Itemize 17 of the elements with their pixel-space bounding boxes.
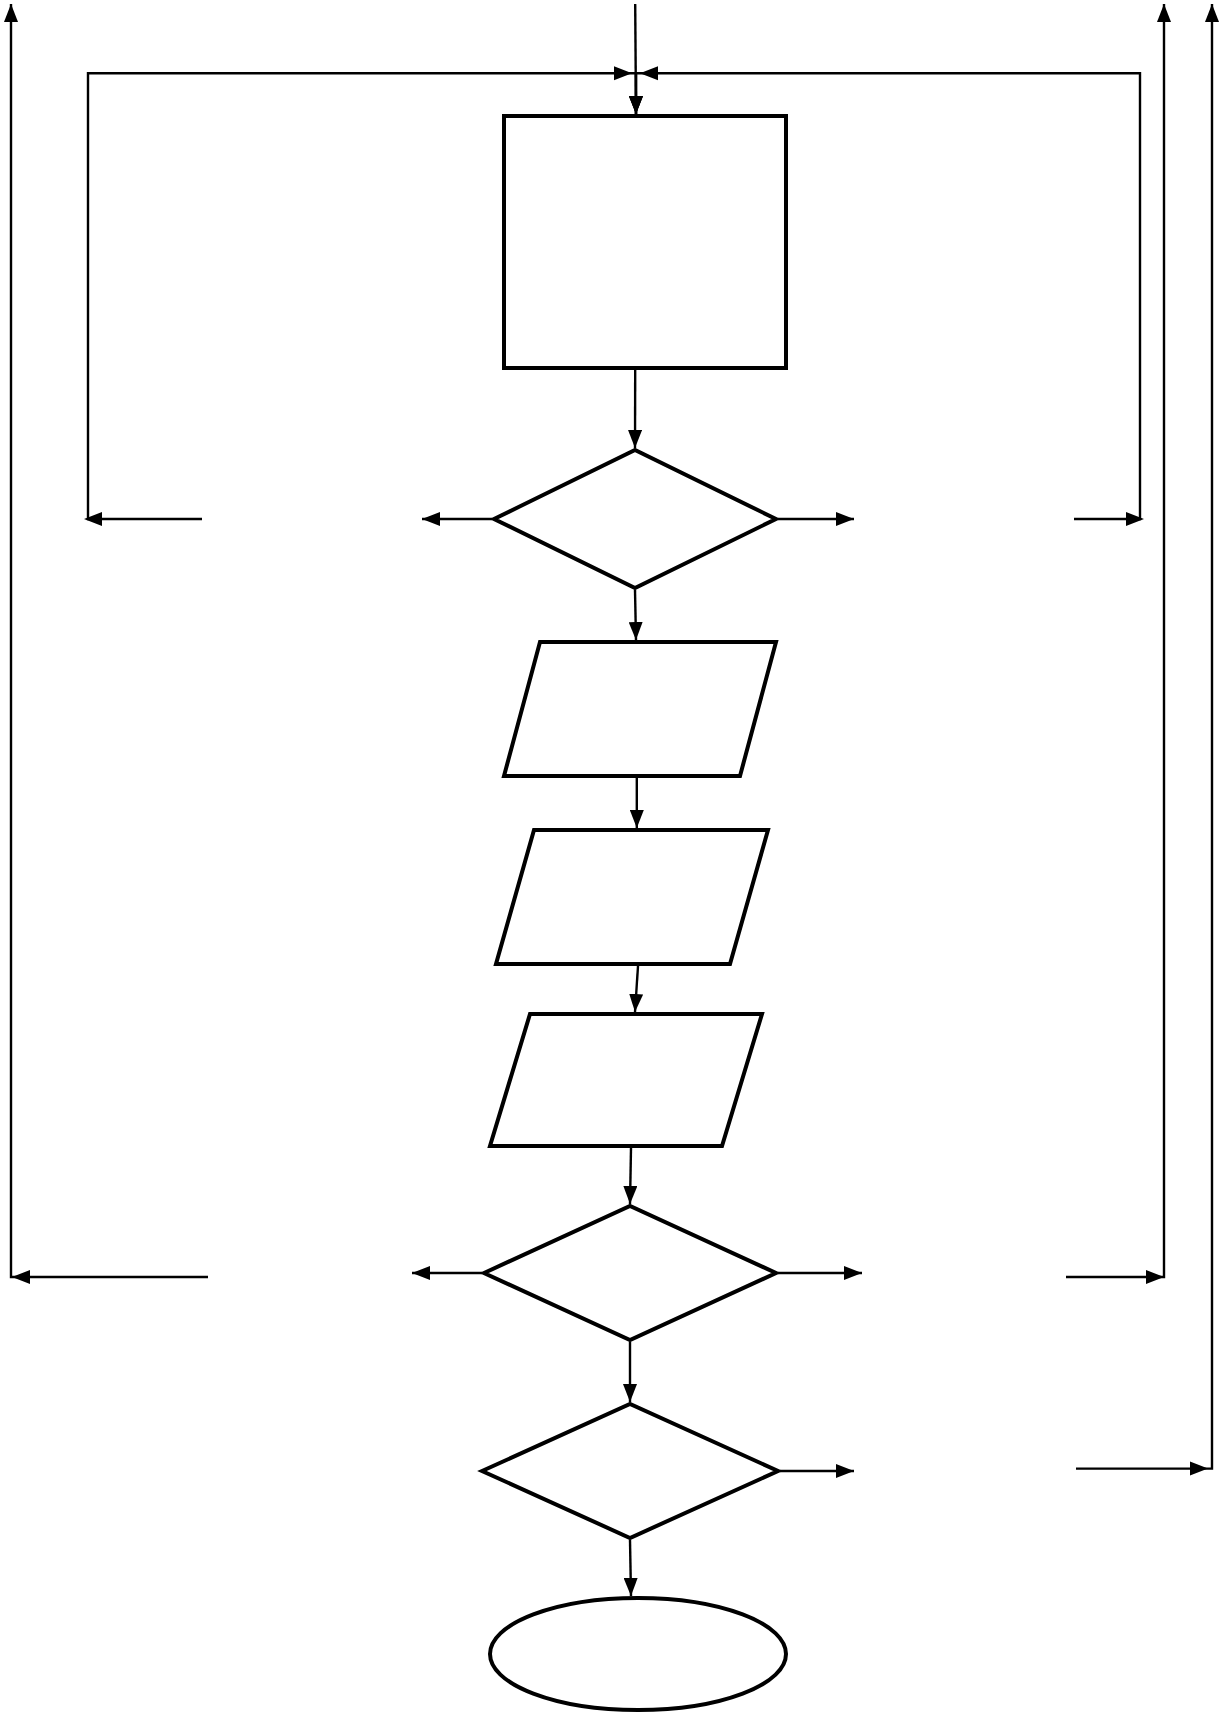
arrow: [628, 589, 643, 641]
arrow: [629, 965, 644, 1013]
decision-diamond: [492, 448, 778, 590]
decision-diamond: [480, 1402, 780, 1540]
arrow: [623, 1147, 638, 1205]
terminal-oval: [488, 1596, 788, 1712]
process-box: [502, 114, 788, 370]
decision-diamond: [482, 1204, 778, 1342]
arrow: [623, 1342, 637, 1402]
io-parallelogram: [502, 640, 778, 778]
arrow: [629, 778, 644, 828]
arrow: [628, 370, 643, 448]
io-parallelogram: [488, 1012, 764, 1148]
arrow: [623, 1539, 638, 1597]
arrow: [422, 512, 492, 526]
io-parallelogram: [494, 828, 770, 966]
arrow: [778, 512, 854, 526]
